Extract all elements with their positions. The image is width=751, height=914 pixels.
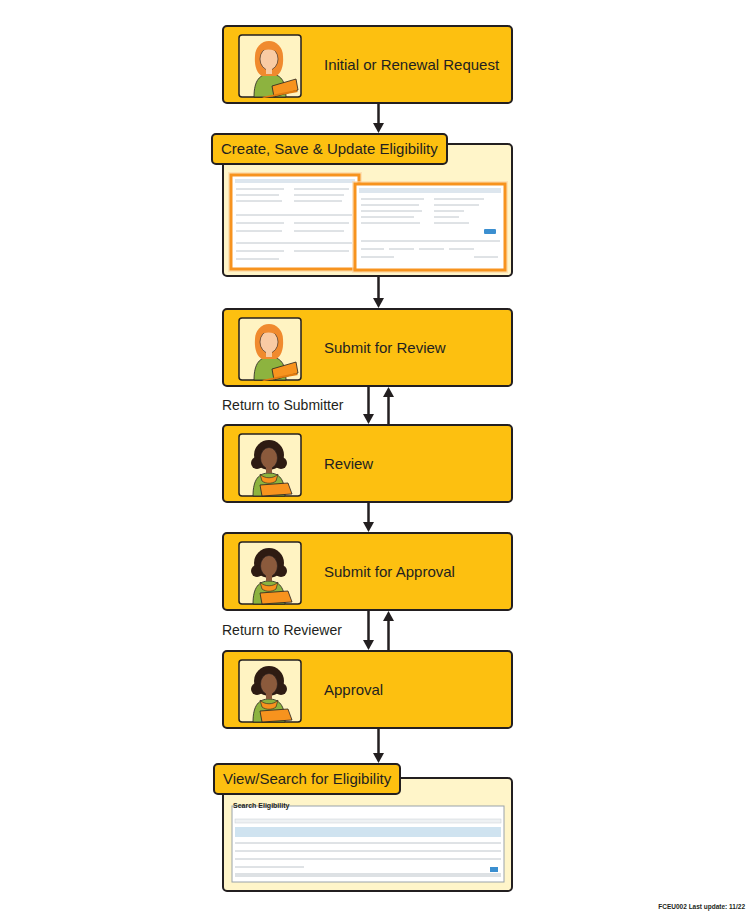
flow-arrow bbox=[373, 729, 384, 763]
edge-label: Return to Submitter bbox=[222, 397, 343, 414]
box-label: Approval bbox=[324, 681, 505, 699]
person-icon bbox=[224, 534, 304, 613]
process-box: Submit for Approval bbox=[222, 532, 513, 611]
flow-arrow bbox=[363, 387, 374, 424]
box-label: Initial or Renewal Request bbox=[324, 56, 505, 74]
process-box: Submit for Review bbox=[222, 308, 513, 387]
box-label: Review bbox=[324, 455, 505, 473]
screenshot-mockup bbox=[224, 145, 515, 279]
screenshot-mockup bbox=[224, 779, 515, 894]
box-label: Submit for Review bbox=[324, 339, 505, 357]
person-icon bbox=[224, 27, 304, 106]
flow-arrow bbox=[373, 104, 384, 133]
box-label: Submit for Approval bbox=[324, 563, 505, 581]
flow-arrow bbox=[383, 611, 394, 650]
panel-box: View/Search for Eligibility bbox=[222, 777, 513, 892]
panel-heading: Create, Save & Update Eligibility bbox=[211, 133, 448, 165]
edge-label: Return to Reviewer bbox=[222, 622, 342, 639]
footnote: FCEU002 Last update: 11/22 bbox=[658, 903, 745, 912]
flow-arrow bbox=[363, 503, 374, 532]
person-icon bbox=[224, 310, 304, 389]
flow-arrow bbox=[383, 387, 394, 424]
screen-title: Search Eligibility bbox=[233, 801, 289, 810]
panel-box: Create, Save & Update Eligibility bbox=[222, 143, 513, 277]
person-icon bbox=[224, 652, 304, 731]
panel-heading: View/Search for Eligibility bbox=[213, 763, 401, 795]
process-box: Approval bbox=[222, 650, 513, 729]
process-box: Initial or Renewal Request bbox=[222, 25, 513, 104]
person-icon bbox=[224, 426, 304, 505]
flow-arrow bbox=[373, 277, 384, 308]
process-box: Review bbox=[222, 424, 513, 503]
flow-arrow bbox=[363, 611, 374, 650]
